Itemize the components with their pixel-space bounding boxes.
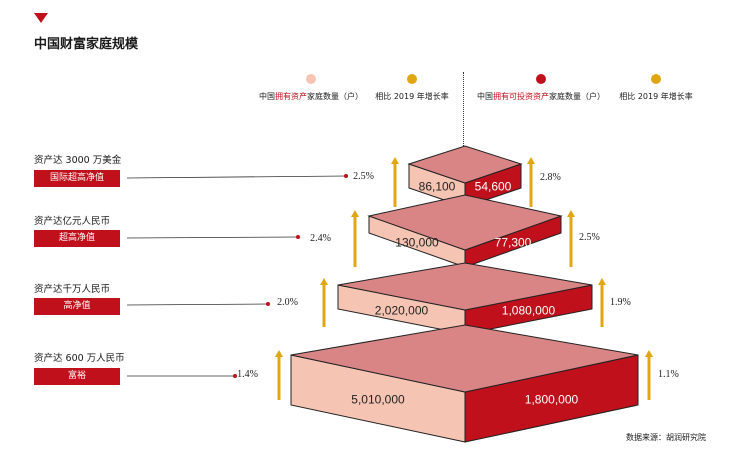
tier-top-face [290, 324, 639, 393]
tier-leader-line [126, 236, 299, 239]
investable-growth-label: 1.9% [610, 297, 631, 308]
tier-tag: 高净值 [34, 298, 120, 315]
tier-top-face [407, 145, 523, 184]
tier-label: 资产达 600 万人民币 [34, 353, 125, 364]
assets-growth-arrow-head [391, 157, 399, 164]
tier-leader-dot [296, 235, 300, 239]
tier-label: 资产达千万人民币 [34, 284, 111, 295]
title-marker-icon [34, 13, 48, 23]
legend-label-highlight: 拥有资产 [275, 92, 307, 101]
legend-label-part: 家庭数量（户） [307, 92, 363, 101]
legend-label-part: 相比 2019 年增长率 [375, 92, 449, 101]
investable-growth-label: 2.8% [540, 172, 561, 183]
assets-growth-arrow-head [320, 278, 328, 285]
investable-households-value: 77,300 [495, 236, 532, 250]
legend-label-part: 相比 2019 年增长率 [619, 92, 693, 101]
legend-label-highlight: 拥有可投资资产 [493, 92, 549, 101]
divider-dotted [463, 72, 464, 148]
assets-households-value: 130,000 [395, 236, 439, 250]
investable-households-value: 1,080,000 [502, 304, 556, 318]
investable-growth-arrow-head [598, 278, 606, 285]
investable-households-value: 54,600 [475, 180, 512, 194]
tier-tag: 国际超高净值 [34, 170, 120, 187]
legend-swatch [407, 74, 417, 84]
legend-swatch [651, 74, 661, 84]
assets-growth-arrow-head [351, 210, 359, 217]
legend-label: 中国拥有可投资资产家庭数量（户） [477, 91, 605, 102]
assets-growth-label: 2.4% [310, 233, 331, 244]
tier-label: 资产达亿元人民币 [34, 216, 111, 227]
assets-growth-label: 2.0% [277, 297, 298, 308]
investable-growth-arrow-head [645, 350, 653, 357]
tier-label: 资产达 3000 万美金 [34, 155, 122, 166]
page-title: 中国财富家庭规模 [34, 37, 139, 52]
investable-growth-label: 1.1% [658, 369, 679, 380]
investable-growth-arrow-head [527, 157, 535, 164]
legend-label: 相比 2019 年增长率 [375, 91, 448, 102]
tier-tag: 富裕 [34, 368, 120, 385]
investable-growth-arrow-head [567, 210, 575, 217]
assets-growth-label: 1.4% [237, 369, 258, 380]
assets-households-value: 2,020,000 [375, 304, 429, 318]
legend-label: 相比 2019 年增长率 [619, 91, 692, 102]
tier-leader-dot [344, 174, 348, 178]
tier-top-face [367, 194, 563, 251]
investable-households-value: 1,800,000 [525, 393, 579, 407]
assets-households-value: 86,100 [419, 180, 456, 194]
investable-growth-label: 2.5% [579, 232, 600, 243]
tier-leader-line [126, 303, 269, 306]
legend-label: 中国拥有资产家庭数量（户） [259, 91, 363, 102]
tier-leader-line [126, 175, 347, 179]
legend-swatch [536, 74, 546, 84]
tier-leader-dot [266, 302, 270, 306]
assets-households-value: 5,010,000 [351, 393, 405, 407]
tier-leader-dot [233, 374, 237, 378]
tier-tag: 超高净值 [34, 230, 120, 247]
source-note: 数据来源：胡润研究院 [626, 433, 706, 442]
legend-swatch [306, 74, 316, 84]
legend-label-part: 中国 [259, 92, 275, 101]
assets-growth-arrow-head [275, 350, 283, 357]
legend-label-part: 中国 [477, 92, 493, 101]
tier-top-face [337, 262, 593, 311]
assets-growth-label: 2.5% [353, 171, 374, 182]
legend-label-part: 家庭数量（户） [549, 92, 605, 101]
